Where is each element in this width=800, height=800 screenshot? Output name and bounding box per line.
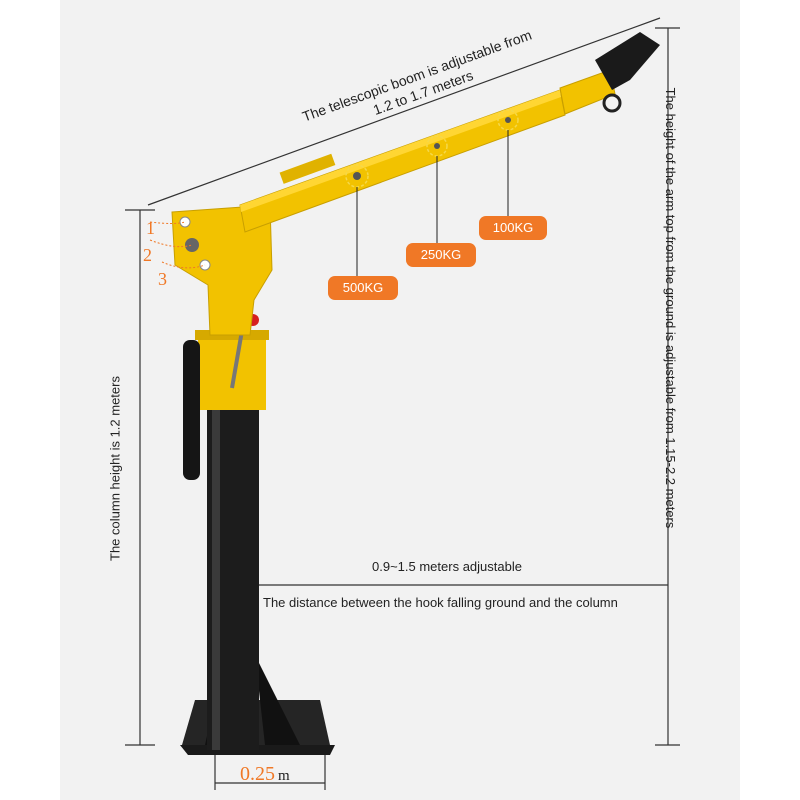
pin-hole-2 [185, 238, 199, 252]
badge-100kg: 100KG [479, 216, 547, 240]
position-2: 2 [143, 245, 152, 265]
badge-250kg: 250KG [406, 243, 476, 267]
marker-250kg-dot [434, 143, 440, 149]
reach-label: 0.9~1.5 meters adjustable [372, 559, 522, 574]
marker-leaders [356, 130, 509, 276]
gusset-right [255, 655, 300, 745]
boom-highlight [240, 90, 561, 212]
boom-outer [239, 89, 566, 233]
marker-100kg-dot [505, 117, 511, 123]
hook-distance-label: The distance between the hook falling gr… [263, 595, 618, 610]
column-height-label: The column height is 1.2 meters [107, 376, 123, 561]
boom-length-line [147, 17, 661, 206]
arm-height-label: The height of the arm top from the groun… [662, 58, 678, 558]
boom-clamp [279, 153, 336, 184]
base-width-value: 0.25 [240, 763, 275, 785]
arc-1 [149, 221, 186, 224]
background-panel [60, 0, 740, 800]
column-sleeve [198, 330, 266, 410]
angle-arcs [149, 221, 206, 269]
badge-500kg: 500KG [328, 276, 398, 300]
sheave-head [595, 32, 660, 90]
hook-ring [602, 93, 622, 113]
arc-2 [149, 239, 193, 248]
position-1: 1 [146, 218, 155, 238]
position-3: 3 [158, 269, 167, 289]
head-bracket [171, 204, 273, 336]
arm-height-text: The height of the arm top from the groun… [663, 87, 678, 529]
marker-500kg-dot [353, 172, 361, 180]
pin-hole-1 [179, 216, 191, 228]
dimension-lines [125, 17, 680, 790]
pump-handle [183, 340, 200, 480]
base-width-unit: m [278, 768, 290, 784]
arc-3 [161, 261, 206, 269]
column-highlight [212, 405, 220, 750]
